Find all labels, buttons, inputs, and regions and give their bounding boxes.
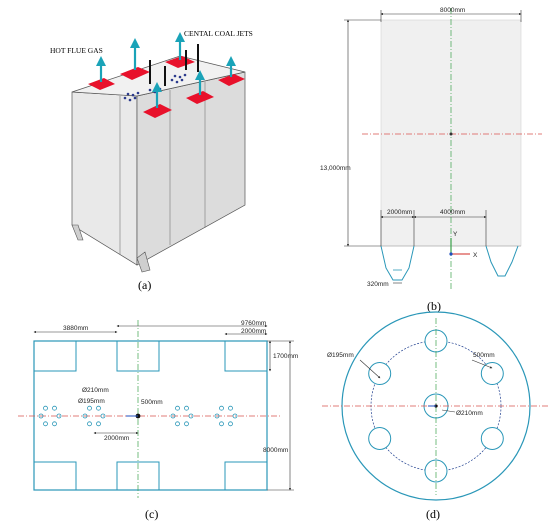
caption-c: (c): [145, 507, 158, 521]
red-outlet: [218, 74, 245, 86]
panel-a-3d-model: HOT FLUE GAS CENTAL COAL JETS: [50, 29, 253, 273]
dim-width: 8000mm: [440, 7, 465, 14]
jet-nozzle: [184, 405, 189, 411]
panel-b-front-view: 8000mm 13,000mm 2000mm 4000mm 320mm Y X: [320, 7, 542, 290]
red-outlet: [88, 78, 115, 90]
dim-500: 500mm: [141, 399, 163, 406]
coal-jets-label: CENTAL COAL JETS: [184, 29, 253, 38]
dim-left: 2000mm: [387, 209, 412, 216]
dim-9760: 9760mm: [241, 320, 266, 327]
right-hopper: [485, 245, 519, 277]
jet-nozzle: [232, 413, 238, 419]
dim-d195: Ø195mm: [327, 352, 354, 359]
jet-nozzle: [175, 421, 180, 427]
dim-d210: Ø210mm: [82, 387, 109, 394]
ring-nozzle: [368, 427, 392, 450]
coal-jet-lines: [149, 44, 199, 86]
jet-nozzle: [56, 413, 62, 419]
jet-nozzle: [52, 421, 57, 427]
ring-nozzle: [480, 427, 504, 450]
red-outlet: [120, 67, 150, 80]
hopper: [136, 251, 151, 273]
hopper: [71, 224, 84, 241]
jet-nozzle: [170, 413, 176, 419]
furnace-outline: [33, 340, 268, 491]
dim-2000-right: 2000mm: [241, 328, 266, 335]
ring-nozzle: [480, 362, 504, 385]
jet-nozzle: [52, 405, 57, 411]
ring-nozzle: [424, 459, 448, 483]
jet-nozzle: [175, 405, 180, 411]
jet-nozzle: [87, 421, 92, 427]
nozzle-ring: [368, 329, 504, 483]
jet-nozzle: [228, 405, 233, 411]
jet-nozzle: [188, 413, 194, 419]
jet-nozzle: [38, 413, 44, 419]
left-hopper: [380, 245, 415, 281]
top-face: [71, 55, 246, 97]
caption-d: (d): [426, 507, 440, 521]
jet-nozzle: [96, 421, 101, 427]
red-outlet: [143, 104, 172, 118]
axis-y-label: Y: [453, 231, 458, 238]
ring-nozzle: [368, 362, 392, 385]
jet-nozzle: [43, 421, 48, 427]
jet-nozzle: [228, 421, 233, 427]
dim-bottom: 320mm: [367, 281, 389, 288]
jet-nozzle: [219, 405, 224, 411]
jet-nozzle: [82, 413, 88, 419]
panel-c-top-view: 3880mm 9760mm 2000mm 1700mm 8000mm Ø210m…: [18, 320, 298, 498]
dim-d210: Ø210mm: [456, 410, 483, 417]
dim-2000-spacing: 2000mm: [104, 435, 129, 442]
dim-d195: Ø195mm: [78, 398, 105, 405]
caption-b: (b): [427, 299, 441, 313]
jet-nozzle: [87, 405, 92, 411]
red-outlet: [165, 56, 195, 68]
jet-nozzle: [96, 405, 101, 411]
panel-d-jet-detail: Ø195mm 500mm Ø210mm: [322, 311, 550, 501]
coal-jet-dots: [123, 73, 187, 102]
dim-500: 500mm: [473, 352, 495, 359]
flue-gas-arrows: [96, 32, 236, 108]
jet-nozzle: [184, 421, 189, 427]
jet-nozzle: [219, 421, 224, 427]
jet-clusters: [38, 405, 238, 427]
jet-nozzle: [43, 405, 48, 411]
front-face: [136, 71, 246, 266]
jet-nozzle: [214, 413, 220, 419]
hot-flue-gas-label: HOT FLUE GAS: [50, 46, 103, 55]
dim-1700: 1700mm: [273, 353, 298, 360]
jet-nozzle: [100, 413, 106, 419]
dim-height: 13,000mm: [320, 165, 351, 172]
red-outlet: [186, 91, 214, 104]
dim-8000: 8000mm: [263, 447, 288, 454]
dim-center: 4000mm: [440, 209, 465, 216]
axis-x-label: X: [473, 252, 478, 259]
dim-3880: 3880mm: [63, 325, 88, 332]
caption-a: (a): [138, 278, 151, 292]
